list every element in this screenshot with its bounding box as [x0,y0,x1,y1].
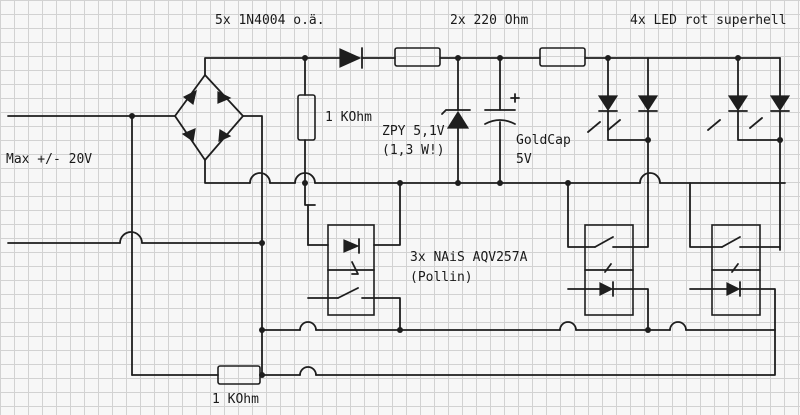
series-diode [339,47,363,69]
led-group-left [587,57,659,141]
relay-left [327,224,375,316]
resistor-1k-bottom [217,365,261,385]
label-resistors-top: 2x 220 Ohm [450,13,529,28]
label-resistor-bottom: 1 KOhm [212,392,259,407]
label-input: Max +/- 20V [6,152,93,167]
label-goldcap-voltage: 5V [516,152,532,167]
label-goldcap-name: GoldCap [516,133,571,148]
label-leds: 4x LED rot superhell [630,13,787,28]
label-zener: ZPY 5,1V [382,124,445,139]
label-zener-power: (1,3 W!) [382,143,445,158]
resistor-220-ohm-2 [539,47,586,67]
led-group-right [707,57,791,141]
label-resistor-mid: 1 KOhm [325,110,372,125]
relay-right [711,224,761,316]
zener-diode [441,109,471,129]
label-diodes: 5x 1N4004 o.ä. [215,13,325,28]
relay-mid [584,224,634,316]
resistor-220-ohm-1 [394,47,441,67]
label-relays: 3x NAiS AQV257A [410,250,528,265]
goldcap-capacitor [484,93,520,125]
label-relays-source: (Pollin) [410,270,473,285]
bridge-rectifier [174,74,244,161]
resistor-1k-vertical [297,94,316,141]
